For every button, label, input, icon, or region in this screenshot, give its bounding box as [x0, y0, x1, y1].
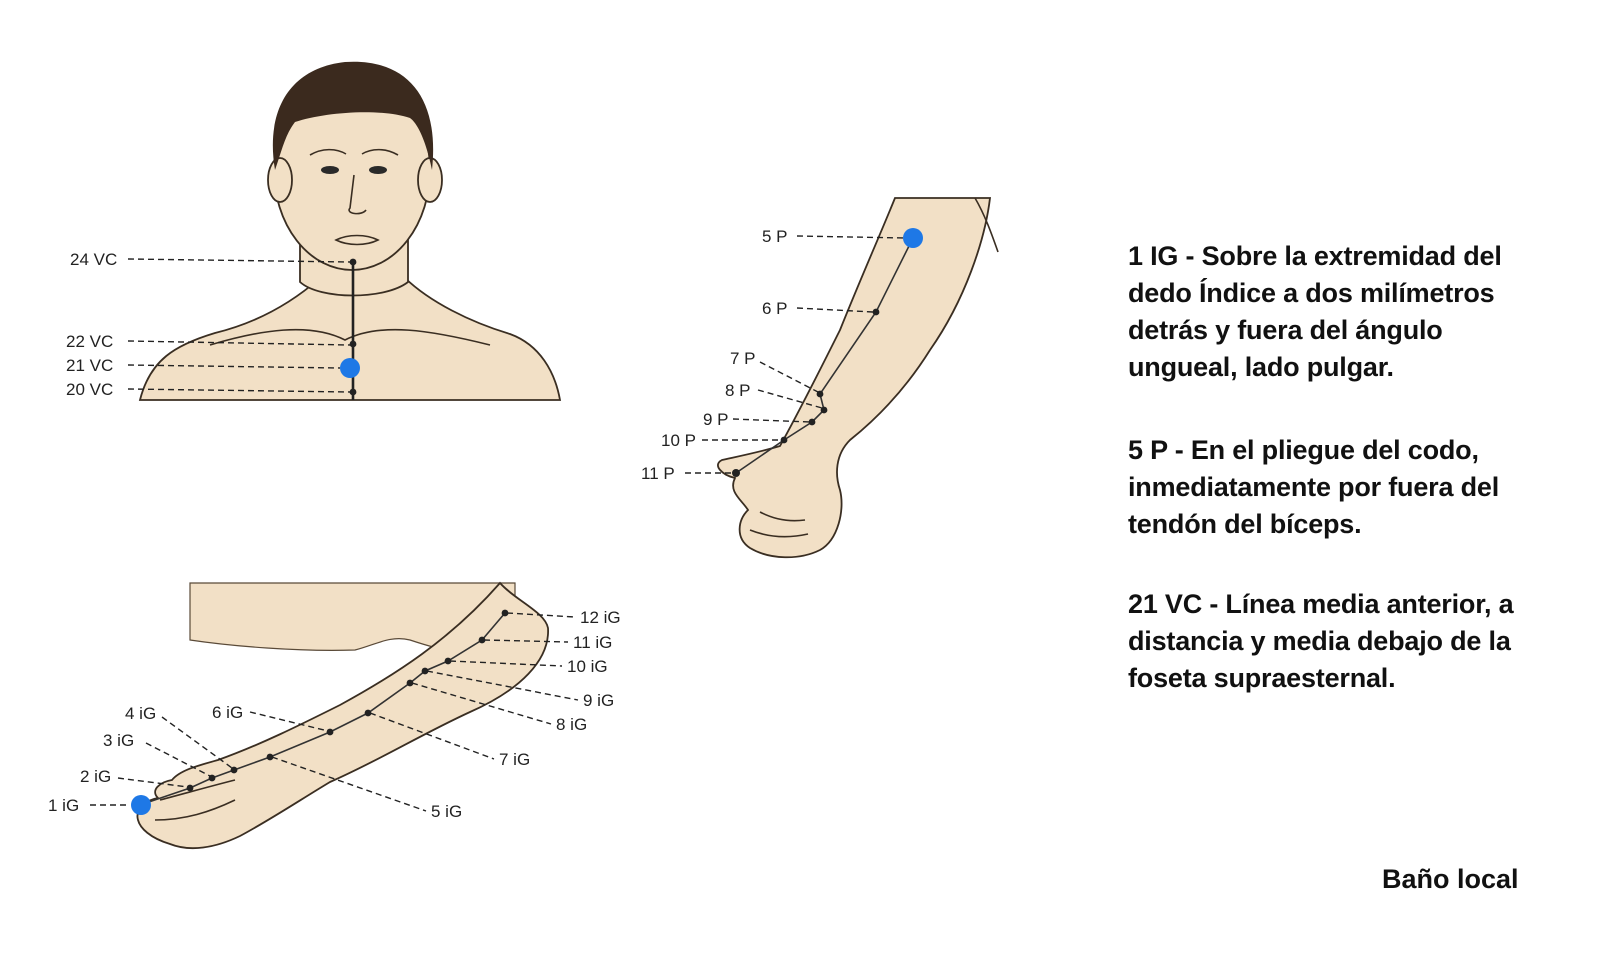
- label-5ig: 5 iG: [431, 802, 462, 821]
- label-6p: 6 P: [762, 299, 788, 318]
- point-6ig: [326, 728, 334, 736]
- label-2ig: 2 iG: [80, 767, 111, 786]
- highlight-5p: [903, 228, 923, 248]
- label-8p: 8 P: [725, 381, 751, 400]
- leader-6p: [796, 307, 874, 313]
- label-24vc: 24 VC: [70, 250, 117, 269]
- label-11ig: 11 iG: [573, 633, 612, 652]
- arm-shape: [136, 581, 549, 850]
- label-22vc: 22 VC: [66, 332, 113, 351]
- head-neck-figure: 24 VC 22 VC 21 VC 20 VC: [66, 61, 562, 401]
- label-3ig: 3 iG: [103, 731, 134, 750]
- forearm-shape: [717, 197, 992, 559]
- highlight-1ig: [131, 795, 151, 815]
- finger-lines: [749, 511, 809, 538]
- point-9p: [808, 418, 816, 426]
- leader-4ig: [161, 716, 233, 769]
- leader-12ig: [506, 612, 576, 618]
- leader-22vc: [127, 340, 351, 346]
- right-ear: [417, 157, 443, 203]
- leader-8p: [757, 389, 823, 409]
- leader-3ig: [145, 742, 211, 777]
- leader-5ig: [271, 756, 427, 812]
- label-9p: 9 P: [703, 410, 729, 429]
- point-6p: [872, 308, 880, 316]
- label-7p: 7 P: [730, 349, 756, 368]
- leader-2ig: [117, 777, 189, 788]
- point-11ig: [478, 636, 486, 644]
- leader-7ig: [369, 712, 495, 760]
- point-24vc: [349, 258, 357, 266]
- point-10ig: [444, 657, 452, 665]
- leader-10ig: [449, 660, 563, 667]
- label-10ig: 10 iG: [567, 657, 608, 676]
- leader-5p: [796, 235, 906, 239]
- left-eyebrow: [309, 148, 347, 156]
- left-eye: [321, 166, 339, 174]
- point-8p: [820, 406, 828, 414]
- si-meridian-line: [139, 612, 506, 806]
- highlight-21vc: [340, 358, 360, 378]
- footer-label: Baño local: [1382, 864, 1519, 894]
- leader-6ig: [249, 711, 329, 732]
- arm-figure: 4 iG 3 iG 2 iG 1 iG 6 iG 12 iG 11 iG 10 …: [48, 581, 621, 850]
- leader-7p: [759, 361, 819, 393]
- label-8ig: 8 iG: [556, 715, 587, 734]
- label-21vc: 21 VC: [66, 356, 113, 375]
- leader-11ig: [483, 639, 569, 643]
- label-11p: 11 P: [641, 464, 675, 483]
- leader-9ig: [426, 670, 579, 701]
- point-7ig: [364, 709, 372, 717]
- description-21vc: 21 VC - Línea media anterior, a distanci…: [1128, 589, 1514, 693]
- leader-9p: [732, 418, 811, 423]
- label-7ig: 7 iG: [499, 750, 530, 769]
- label-9ig: 9 iG: [583, 691, 614, 710]
- description-5p: 5 P - En el pliegue del codo, inmediatam…: [1128, 435, 1499, 539]
- label-10p: 10 P: [661, 431, 696, 450]
- point-10p: [780, 436, 788, 444]
- point-4ig: [230, 766, 238, 774]
- label-1ig: 1 iG: [48, 796, 79, 815]
- leader-20vc: [127, 388, 351, 393]
- description-1ig: 1 IG - Sobre la extremidad del dedo Índi…: [1128, 241, 1502, 382]
- leader-8ig: [411, 682, 552, 725]
- point-9ig: [421, 667, 429, 675]
- point-7p: [816, 390, 824, 398]
- point-5ig: [266, 753, 274, 761]
- right-eye: [369, 166, 387, 174]
- forearm-figure: 5 P 6 P 7 P 8 P 9 P 10 P 11 P: [641, 197, 999, 559]
- right-eyebrow: [361, 148, 399, 156]
- label-20vc: 20 VC: [66, 380, 113, 399]
- leader-24vc: [127, 258, 351, 263]
- label-12ig: 12 iG: [580, 608, 621, 627]
- label-5p: 5 P: [762, 227, 788, 246]
- left-ear: [267, 157, 293, 203]
- leader-21vc: [127, 364, 341, 369]
- point-8ig: [406, 679, 414, 687]
- point-2ig: [186, 784, 194, 792]
- point-20vc: [349, 388, 357, 396]
- mouth: [334, 234, 380, 246]
- biceps-contour: [974, 197, 999, 253]
- hair-shape: [272, 61, 434, 170]
- point-22vc: [349, 340, 357, 348]
- thumb-contour: [154, 779, 236, 821]
- label-6ig: 6 iG: [212, 703, 243, 722]
- collarbones: [209, 328, 491, 346]
- label-4ig: 4 iG: [125, 704, 156, 723]
- point-3ig: [208, 774, 216, 782]
- point-12ig: [501, 609, 509, 617]
- nose: [348, 174, 367, 215]
- point-11p: [732, 469, 740, 477]
